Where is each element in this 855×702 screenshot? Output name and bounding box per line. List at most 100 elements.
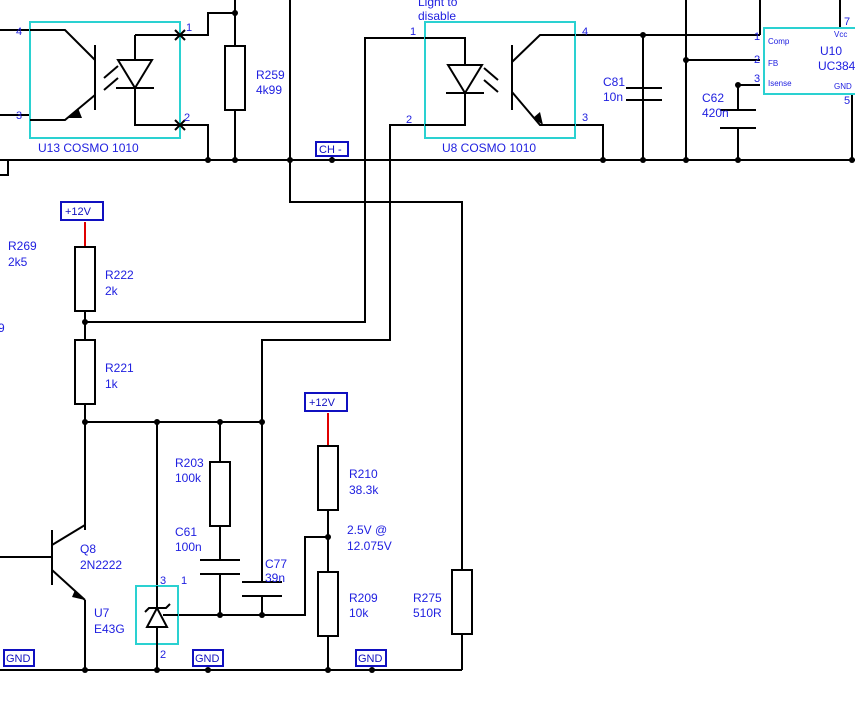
optocoupler-u13: 4 1 3 2 U13 COSMO 1010: [16, 21, 192, 155]
u7-diode-icon: [145, 605, 169, 628]
r203-ref: R203: [175, 456, 204, 470]
vref-note-2: 12.075V: [347, 539, 392, 553]
light-note-2: disable: [418, 9, 456, 23]
net-label-gnd-a: GND: [3, 649, 35, 667]
transistor-q8: Q8 2N2222: [51, 524, 122, 601]
gnd-c-text: GND: [358, 653, 383, 665]
u10-pin-comp: Comp: [768, 37, 790, 46]
c81-ref: C81: [603, 75, 625, 89]
optocoupler-u8: Light to disable 1 4 2 3 U8 COSMO 1010: [406, 0, 588, 155]
u13-pin-1: 1: [186, 22, 192, 34]
vcc-b-text: +12V: [309, 397, 336, 409]
r222-ref: R222: [105, 268, 134, 282]
partial-label: 9: [0, 321, 5, 335]
junction-dots: [82, 10, 855, 673]
capacitor-c77: C77 39n: [242, 557, 287, 597]
c62-value: 420n: [702, 106, 729, 120]
r269-value: 2k5: [8, 255, 28, 269]
resistor-r275: R275 510R: [413, 569, 473, 635]
shunt-regulator-u7: 3 1 2 U7 E43G: [94, 575, 187, 661]
c61-value: 100n: [175, 540, 202, 554]
capacitor-c81: C81 10n: [603, 75, 662, 104]
u13-emitter-arrow-icon: [68, 108, 82, 118]
r221-value: 1k: [105, 377, 119, 391]
r269-ref: R269: [8, 239, 37, 253]
u10-pin-5: 5: [844, 95, 850, 107]
u7-ref: U7: [94, 606, 110, 620]
net-label-gnd-c: GND: [355, 649, 387, 667]
c61-ref: C61: [175, 525, 197, 539]
u10-pin-3: 3: [754, 73, 760, 85]
r275-value: 510R: [413, 606, 442, 620]
u10-body: [763, 27, 855, 95]
u10-pin-vcc: Vcc: [834, 30, 847, 39]
r259-ref: R259: [256, 68, 285, 82]
u8-label: U8 COSMO 1010: [442, 141, 536, 155]
u8-pin-4: 4: [582, 26, 588, 38]
u10-pin-7: 7: [844, 16, 850, 28]
u13-pin-4: 4: [16, 26, 22, 38]
net-label-vcc-b: +12V: [304, 392, 348, 412]
net-label-vcc-a: +12V: [60, 201, 104, 221]
r222-value: 2k: [105, 284, 119, 298]
r275-ref: R275: [413, 591, 442, 605]
c77-value: 39n: [265, 571, 285, 585]
vref-note-1: 2.5V @: [347, 523, 387, 537]
u8-body: [424, 21, 576, 139]
u8-pin-1: 1: [410, 26, 416, 38]
u10-pin-isense: Isense: [768, 79, 792, 88]
net-label-ch-minus: CH -: [315, 141, 349, 157]
r210-ref: R210: [349, 467, 378, 481]
r209-value: 10k: [349, 606, 369, 620]
top-wires: [0, 0, 855, 570]
u10-pin-2: 2: [754, 54, 760, 66]
u10-ref: U10: [820, 44, 842, 58]
lower-wires: [0, 222, 463, 671]
r209-ref: R209: [349, 591, 378, 605]
capacitor-c61: C61 100n: [175, 525, 240, 575]
q8-value: 2N2222: [80, 558, 122, 572]
resistor-r209: R209 10k: [317, 571, 378, 637]
r221-ref: R221: [105, 361, 134, 375]
r259-value: 4k99: [256, 83, 282, 97]
u13-pin-3: 3: [16, 110, 22, 122]
ic-u10: 1 2 3 7 5 Comp FB Isense Vcc GND U10 UC3…: [754, 16, 855, 107]
u7-pin-3: 3: [160, 575, 166, 587]
u8-emitter-arrow-icon: [533, 112, 543, 125]
u8-led-icon: [446, 64, 484, 95]
u10-pin-gnd: GND: [834, 82, 852, 91]
u10-pin-1: 1: [754, 31, 760, 43]
ch-minus-text: CH -: [319, 144, 342, 156]
resistor-r221: R221 1k: [74, 339, 134, 405]
resistor-r222: R222 2k: [74, 246, 134, 312]
u13-pin-2: 2: [184, 112, 190, 124]
u7-value: E43G: [94, 622, 125, 636]
capacitor-c62: C62 420n: [702, 91, 756, 129]
u8-pin-2: 2: [406, 114, 412, 126]
resistor-r203: R203 100k: [175, 456, 231, 527]
r203-value: 100k: [175, 471, 202, 485]
r269-label: R269 2k5: [8, 239, 37, 269]
c62-ref: C62: [702, 91, 724, 105]
u8-pin-3: 3: [582, 112, 588, 124]
c81-value: 10n: [603, 90, 623, 104]
u10-value: UC384: [818, 59, 855, 73]
net-label-gnd-b: GND: [192, 649, 224, 667]
u13-body: [29, 21, 181, 139]
u13-led-icon: [116, 59, 154, 90]
light-note-1: Light to: [418, 0, 458, 9]
c77-ref: C77: [265, 557, 287, 571]
q8-emitter-arrow-icon: [72, 590, 85, 600]
u13-label: U13 COSMO 1010: [38, 141, 139, 155]
u7-pin-2: 2: [160, 649, 166, 661]
resistor-r210: R210 38.3k: [317, 445, 379, 511]
u7-pin-1: 1: [181, 575, 187, 587]
vcc-a-text: +12V: [65, 206, 92, 218]
gnd-b-text: GND: [195, 653, 220, 665]
r210-value: 38.3k: [349, 483, 379, 497]
q8-ref: Q8: [80, 542, 96, 556]
u10-pin-fb: FB: [768, 59, 778, 68]
resistor-r259: R259 4k99: [224, 45, 285, 111]
